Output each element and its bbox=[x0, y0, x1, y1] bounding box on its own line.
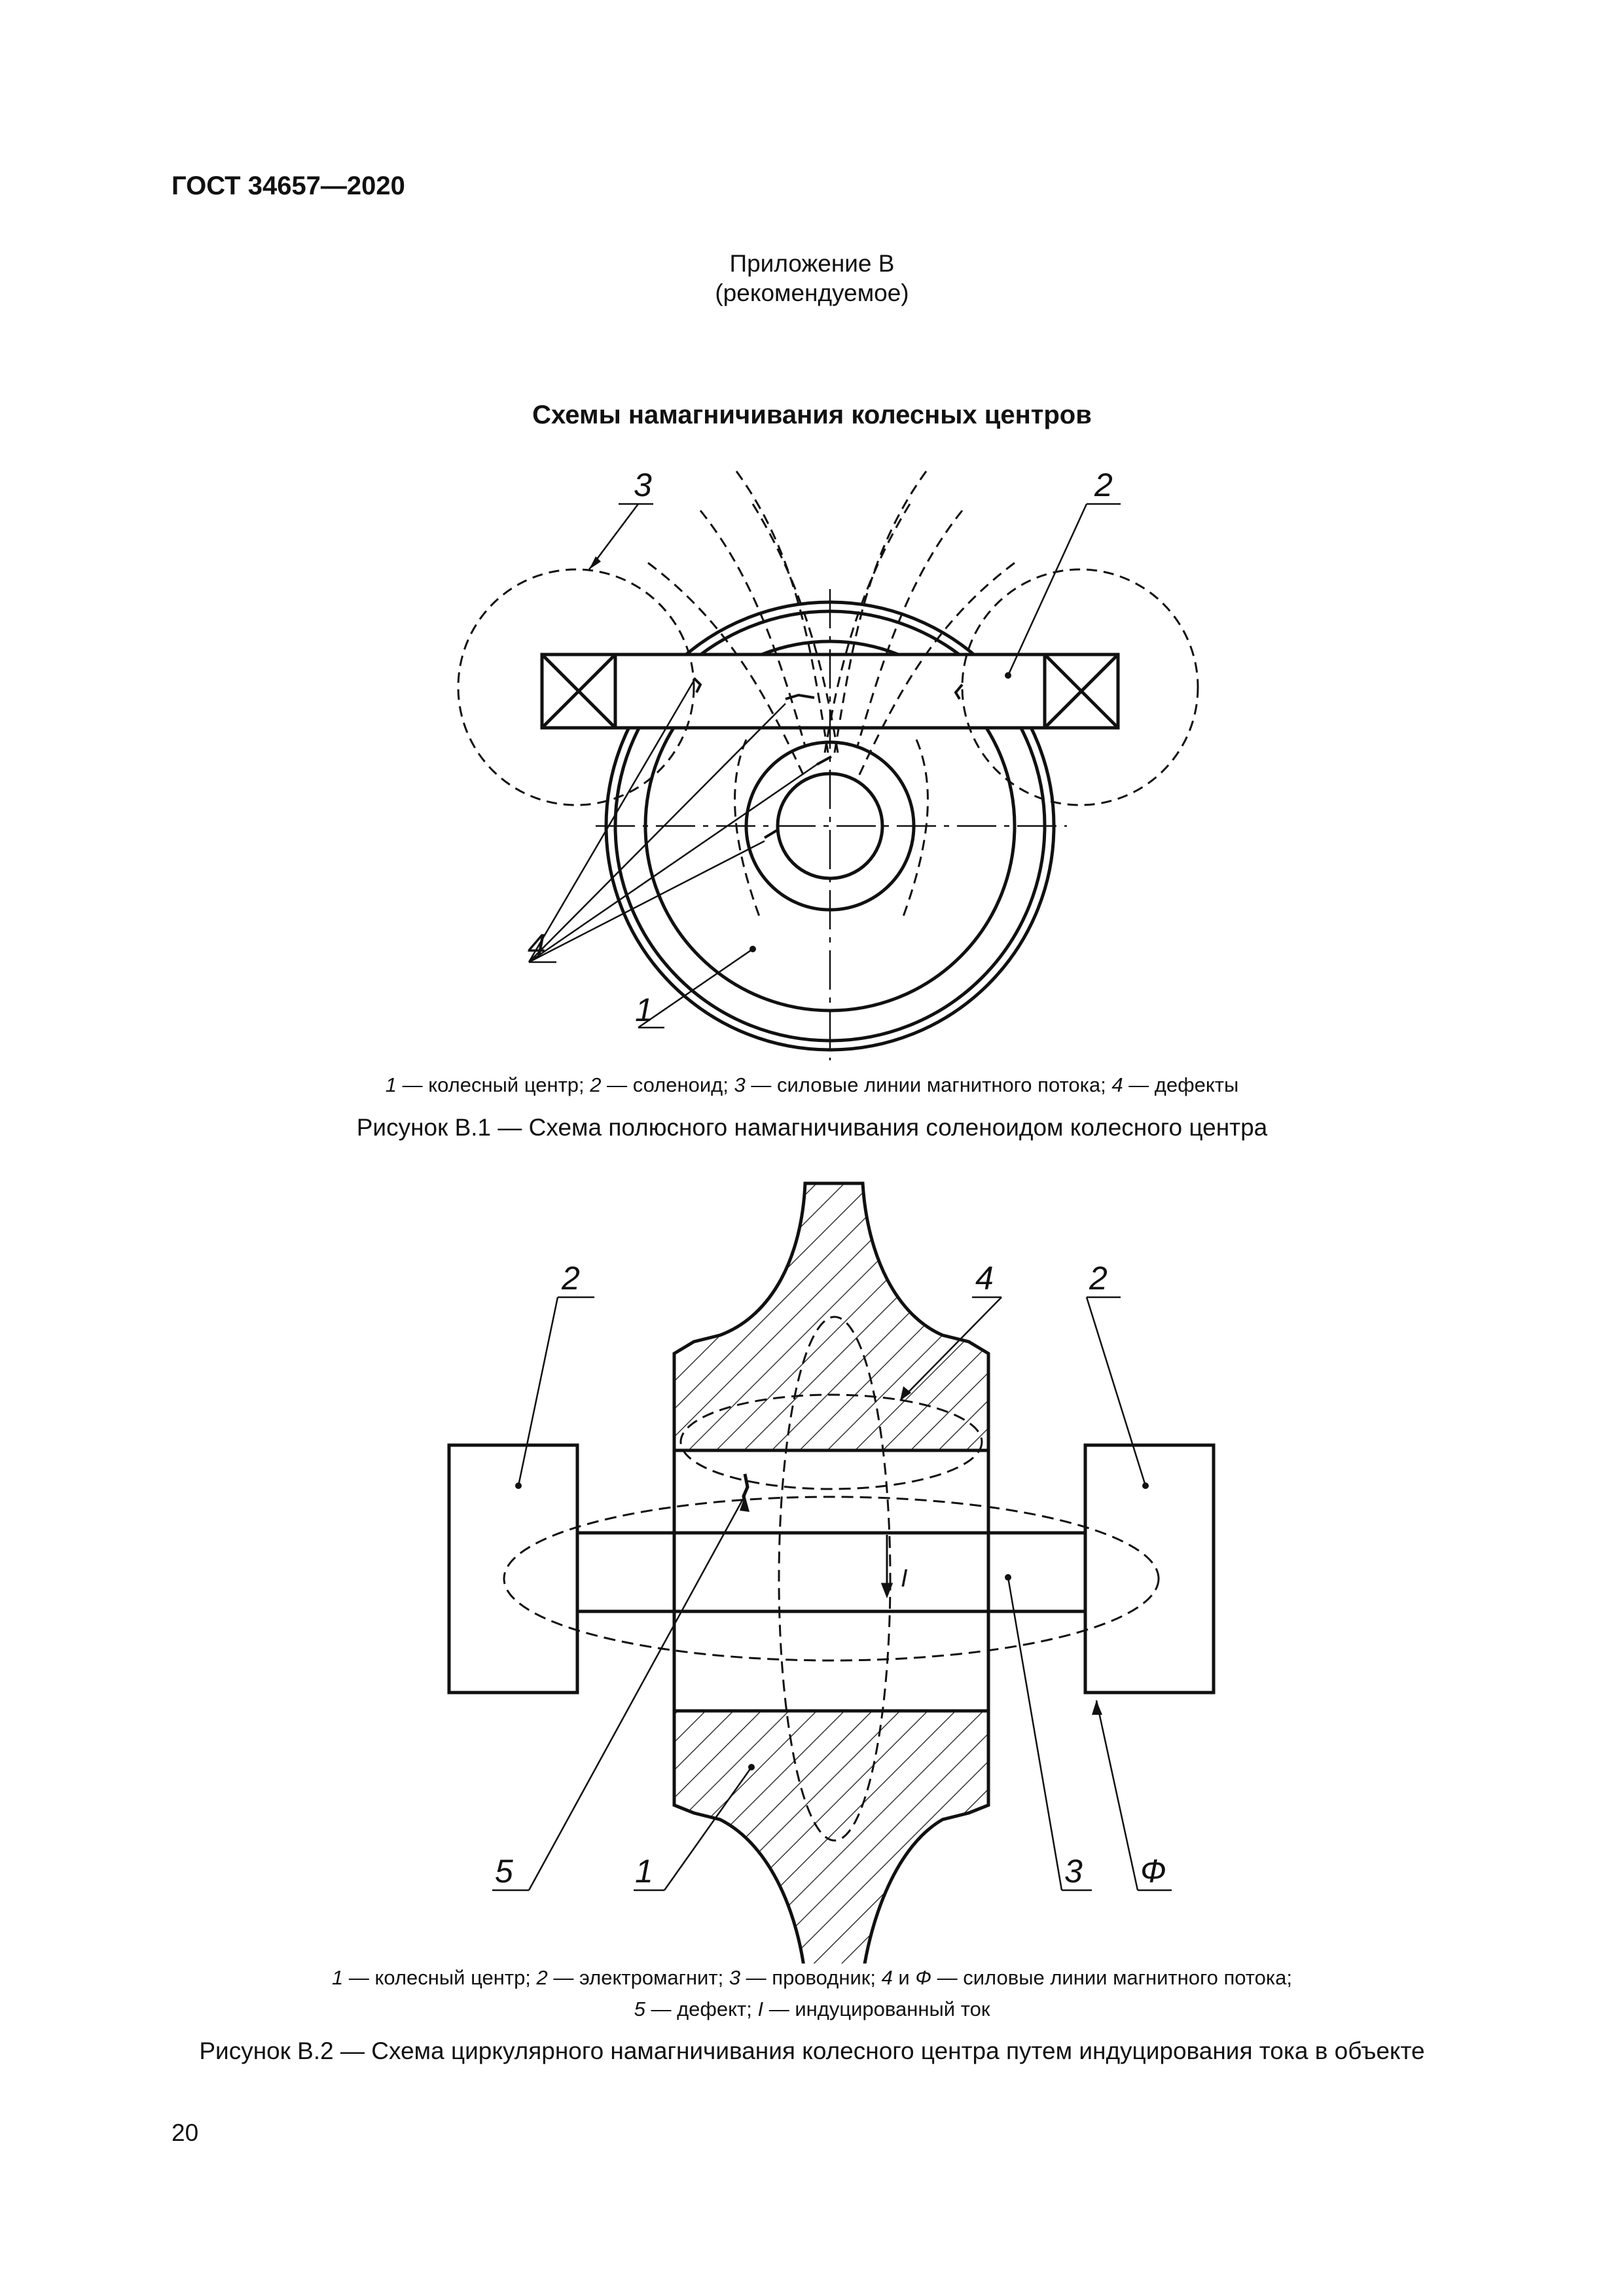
callout-2-left: 2 bbox=[561, 1260, 580, 1297]
callout-1-b: 1 bbox=[635, 1853, 653, 1890]
callout-2: 2 bbox=[1094, 467, 1113, 503]
standard-code: ГОСТ 34657—2020 bbox=[171, 171, 405, 200]
figure-2-legend-line1: 1 — колесный центр; 2 — электромагнит; 3… bbox=[332, 1966, 1292, 1989]
leader-2-left bbox=[517, 1297, 559, 1486]
section-title: Схемы намагничивания колесных центров bbox=[532, 401, 1092, 429]
callout-I: I bbox=[901, 1565, 908, 1592]
callout-3-b: 3 bbox=[1064, 1853, 1083, 1890]
callout-5: 5 bbox=[495, 1853, 513, 1890]
callout-4-b: 4 bbox=[975, 1260, 994, 1297]
callout-4: 4 bbox=[528, 927, 546, 964]
wheel-section-bottom bbox=[672, 1709, 990, 1964]
callout-3: 3 bbox=[634, 467, 652, 503]
leader-2-right bbox=[1085, 1297, 1147, 1486]
electromagnet-left bbox=[447, 1443, 579, 1695]
flux-lines-2 bbox=[503, 1316, 1160, 1842]
appendix-status: (рекомендуемое) bbox=[715, 279, 909, 306]
leader-4 bbox=[899, 1297, 1002, 1401]
figure-2-drawing: 2 4 2 I 5 1 3 Ф bbox=[447, 1181, 1216, 1964]
solenoid-coil-right bbox=[1043, 653, 1120, 730]
electromagnet-right bbox=[1083, 1443, 1216, 1695]
leader-F bbox=[1095, 1700, 1139, 1891]
callout-2-right: 2 bbox=[1089, 1260, 1108, 1297]
figure-2-legend-line2: 5 — дефект; I — индуцированный ток bbox=[634, 1998, 990, 2020]
leader-3-b bbox=[1007, 1577, 1063, 1891]
leader-2 bbox=[1007, 503, 1088, 676]
leader-4b bbox=[528, 703, 786, 963]
callout-1: 1 bbox=[635, 992, 653, 1028]
defects bbox=[693, 677, 964, 839]
leader-1 bbox=[638, 948, 753, 1029]
leader-1-b bbox=[663, 1767, 753, 1891]
flux-lines bbox=[457, 471, 1199, 917]
solenoid-coil-left bbox=[540, 653, 617, 730]
leader-5 bbox=[528, 1495, 746, 1891]
wheel-bore bbox=[672, 1448, 990, 1713]
figure-2-caption: Рисунок В.2 — Схема циркулярного намагни… bbox=[199, 2037, 1425, 2064]
figure-1-legend: 1 — колесный центр; 2 — соленоид; 3 — си… bbox=[385, 1073, 1239, 1096]
arrowhead-3 bbox=[589, 556, 601, 569]
leader-4d bbox=[528, 840, 765, 963]
leader-4c bbox=[528, 763, 818, 963]
appendix-title: Приложение В bbox=[729, 250, 895, 277]
page-number: 20 bbox=[171, 2119, 199, 2146]
figure-1-caption: Рисунок В.1 — Схема полюсного намагничив… bbox=[356, 1114, 1268, 1141]
callout-F: Ф bbox=[1140, 1853, 1166, 1890]
leader-4a bbox=[528, 680, 695, 963]
figure-1-drawing: 3 2 4 1 bbox=[457, 467, 1199, 1060]
